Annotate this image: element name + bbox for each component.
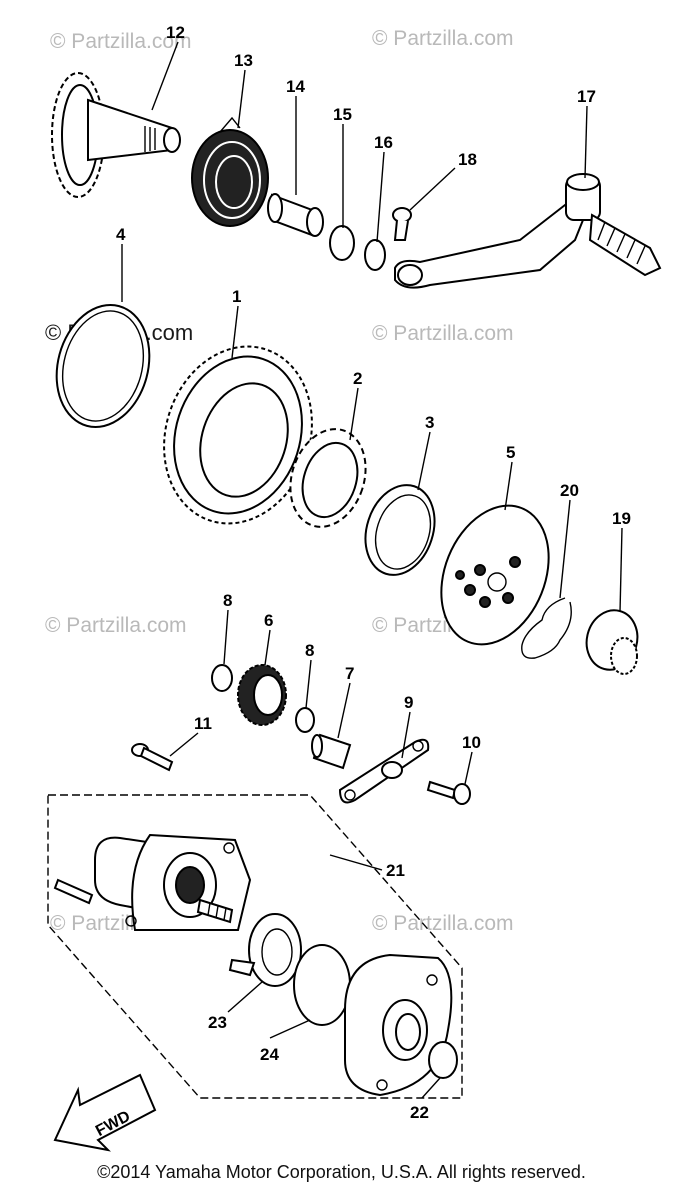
callouts: 12 13 14 15 16 18 17 4 1 2 3 5 20 19 8 6…	[116, 23, 631, 1122]
watermark-1: © Partzilla.com	[50, 30, 192, 53]
callout-3: 3	[425, 413, 434, 432]
part-4-ring	[55, 303, 151, 429]
callout-13: 13	[234, 51, 253, 70]
callout-18: 18	[458, 150, 477, 169]
callout-24: 24	[260, 1045, 279, 1064]
fwd-arrow: FWD	[53, 1073, 157, 1152]
callout-16: 16	[374, 133, 393, 152]
part-11-bolt	[131, 743, 174, 772]
part-17-kick-crank	[394, 173, 662, 289]
callout-21: 21	[386, 861, 405, 880]
part-19-pinion-gear	[585, 609, 639, 675]
callout-8b: 8	[305, 641, 314, 660]
part-2-one-way-clutch	[289, 428, 367, 528]
part-3-collar-ring	[364, 484, 436, 576]
callout-19: 19	[612, 509, 631, 528]
callout-20: 20	[560, 481, 579, 500]
part-15-washer	[329, 225, 355, 261]
callout-7: 7	[345, 664, 354, 683]
callout-1: 1	[232, 287, 241, 306]
watermark-2: © Partzilla.com	[372, 27, 514, 50]
part-24-o-ring	[293, 944, 351, 1026]
copyright-notice: ©2014 Yamaha Motor Corporation, U.S.A. A…	[97, 1162, 586, 1182]
leader-lines	[121, 41, 623, 1099]
part-9-plate	[338, 738, 430, 804]
part-14-collar	[267, 193, 324, 237]
callout-10: 10	[462, 733, 481, 752]
callout-12: 12	[166, 23, 185, 42]
part-10-screw	[426, 780, 471, 805]
part-18-bolt	[392, 207, 412, 241]
part-1-starter-wheel-gear	[163, 345, 313, 525]
part-8-washer-b	[295, 707, 315, 733]
part-16-circlip	[364, 239, 386, 271]
part-5-clutch-plate	[440, 504, 550, 646]
watermark-8: © Partzilla.com	[372, 912, 514, 935]
part-21-starter-motor	[53, 833, 252, 931]
callout-14: 14	[286, 77, 305, 96]
callout-11: 11	[194, 714, 212, 733]
part-6-idler-gear	[237, 664, 287, 726]
starter-end-cover	[344, 953, 453, 1097]
callout-23: 23	[208, 1013, 227, 1032]
callout-22: 22	[410, 1103, 429, 1122]
part-13-kick-spring	[191, 116, 269, 227]
watermark-4: © Partzilla.com	[372, 322, 514, 345]
callout-4: 4	[116, 225, 126, 244]
callout-5: 5	[506, 443, 515, 462]
part-20-spring-clip	[521, 597, 572, 659]
callout-8a: 8	[223, 591, 232, 610]
part-23-brush-holder	[228, 913, 302, 987]
callout-6: 6	[264, 611, 273, 630]
callout-15: 15	[333, 105, 352, 124]
callout-17: 17	[577, 87, 596, 106]
callout-2: 2	[353, 369, 362, 388]
part-7-shaft	[311, 733, 352, 770]
part-12-kick-axle	[51, 72, 181, 198]
part-22-o-ring	[428, 1041, 458, 1079]
part-8-washer-a	[211, 664, 233, 692]
watermark-5: © Partzilla.com	[45, 614, 187, 637]
callout-9: 9	[404, 693, 413, 712]
